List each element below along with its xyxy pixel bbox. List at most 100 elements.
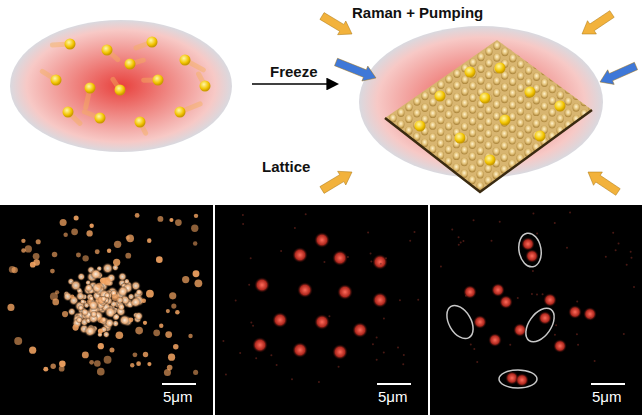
lattice-peak [557,91,564,99]
lattice-peak [517,142,524,150]
fluorescence-spot [70,295,74,299]
fluorescence-spot [97,295,106,304]
lattice-peak [477,123,484,131]
lattice-peak [596,110,603,118]
lattice-peak [429,98,436,106]
fluorescence-spot [76,316,83,323]
lattice-peak [541,79,548,87]
fluorescence-spot [193,270,200,277]
pair-marker [499,370,537,388]
fluorescence-spot [280,250,282,252]
atom [180,55,191,66]
fluorescence-spot [612,232,614,234]
fluorescence-spot [532,270,534,272]
fluorescence-spot [70,280,82,292]
lattice-peak [525,66,532,74]
fluorescence-spot [90,268,102,280]
fluorescence-spot [370,261,372,263]
lattice-edge [385,110,592,192]
lattice-peak [549,73,556,81]
fluorescence-spot [532,212,534,214]
lattice-peak [493,136,500,144]
lattice-peak [509,77,516,85]
fluorescence-spot [554,334,556,336]
fluorescence-spot [21,248,26,253]
fluorescence-spot [553,339,567,353]
fluorescence-spot [14,337,22,345]
lattice-peak [469,105,476,113]
lattice-peak [533,96,540,104]
fluorescence-spot [536,232,538,234]
lattice-peak [517,60,524,68]
atom [500,115,511,126]
lattice-peak [445,110,452,118]
fluorescence-spot [126,236,130,240]
fluorescence-spot [491,283,505,297]
lattice-peak [525,125,532,133]
lattice-peak [517,119,524,127]
fluorescence-spot [112,294,119,301]
lattice-peak [461,76,468,84]
fluorescence-spot [86,230,92,236]
lattice-peak [556,138,563,146]
fluorescence-spot [566,247,568,249]
lattice-peak [501,142,508,150]
fluorescence-spot [33,253,40,260]
fluorescence-spot [399,299,401,301]
lattice-peak [469,152,476,160]
fluorescence-spot [242,214,244,216]
atom [125,59,136,70]
lattice-peak [493,112,500,120]
lattice-peak [493,42,500,50]
fluorescence-spot [52,252,57,257]
lattice-peak [485,106,492,114]
atom [455,133,466,144]
lattice-peak [493,89,500,97]
lattice-peaks [389,36,603,196]
lattice-peak [445,122,452,130]
atom [65,39,76,50]
beam-arrow [588,172,620,195]
lattice-peak [532,155,539,163]
lattice-peak [461,146,468,154]
fluorescence-spot [97,368,105,376]
fluorescence-spot [29,347,36,354]
fluorescence-spot [372,254,388,270]
atom [555,101,566,112]
fluorescence-spot [36,239,41,244]
fluorescence-spot [291,378,293,380]
lattice-peak [573,92,580,100]
scale-label: 5μm [378,388,407,405]
atom [153,75,164,86]
fluorescence-spot [77,272,86,281]
lattice-peak [429,110,436,118]
fluorescence-spot [618,243,620,245]
fluorescence-spot [9,266,16,273]
lattice-peak [469,117,476,125]
fluorescence-spot [135,289,142,296]
fluorescence-spot [50,293,58,301]
fluorescence-spot [59,366,65,372]
lattice-peak [461,158,468,166]
fluorescence-spot [372,343,374,345]
fluorescence-spot [440,265,442,267]
fluorescence-spot [536,293,538,295]
lattice-peak [524,160,531,168]
fluorescence-spot [74,215,79,220]
fluorescence-spot [84,325,96,337]
pair-marker [441,301,478,343]
fluorescence-spot [255,357,257,359]
beam-label: Lattice [262,158,310,175]
fluorescence-spot [76,253,81,258]
lattice-peak [549,97,556,105]
fluorescence-spot [98,328,103,333]
lattice-peak [477,53,484,61]
fluorescence-spot [188,334,192,338]
fluorescence-spot [292,247,308,263]
lattice-peak [453,152,460,160]
fluorescence-spot [568,305,582,319]
beam-label: Raman + Pumping [352,4,483,21]
lattice-peak [501,36,508,44]
fluorescence-spot [380,263,382,265]
fluorescence-spot [409,240,411,242]
